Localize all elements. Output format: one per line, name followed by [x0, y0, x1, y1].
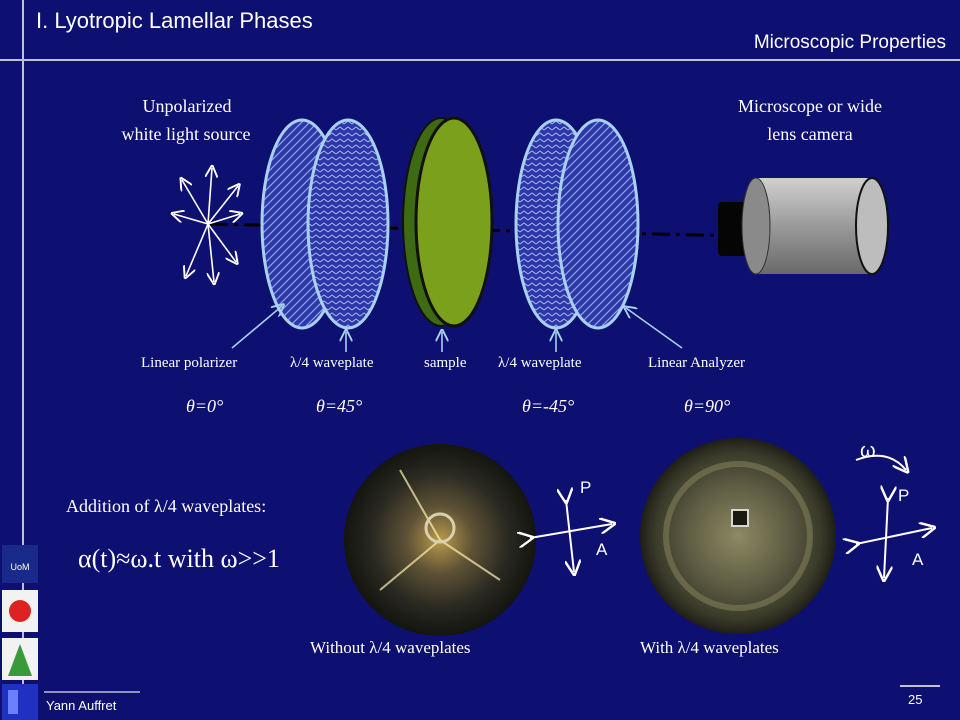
- angle-waveplate-2: θ=-45°: [522, 396, 575, 416]
- linear-analyzer-icon: [556, 118, 640, 330]
- polarization-axes-2: [856, 498, 932, 578]
- camera-label-line2: lens camera: [767, 124, 853, 144]
- slide-title: I. Lyotropic Lamellar Phases: [36, 8, 313, 33]
- slide-subtitle: Microscopic Properties: [753, 32, 946, 53]
- angle-analyzer: θ=90°: [684, 396, 731, 416]
- addition-label: Addition of λ/4 waveplates:: [66, 496, 267, 516]
- rotation-arrow-icon: [855, 454, 906, 470]
- angle-waveplate-1: θ=45°: [316, 396, 363, 416]
- rotation-formula: α(t)≈ω.t with ω>>1: [78, 544, 280, 573]
- component-label-waveplate-2: λ/4 waveplate: [498, 355, 582, 371]
- angle-polarizer: θ=0°: [186, 396, 224, 416]
- axis-label-p-1: P: [580, 478, 592, 497]
- polarization-axes-1: [530, 500, 612, 572]
- svg-text:UoM: UoM: [10, 562, 29, 572]
- waveplate-1-icon: [306, 118, 390, 330]
- omega-symbol: ω: [860, 440, 876, 462]
- author-name: Yann Auffret: [46, 698, 117, 713]
- axis-label-a-2: A: [912, 550, 924, 569]
- source-label-line2: white light source: [121, 124, 251, 144]
- micrograph-with-waveplates: [640, 438, 836, 634]
- caption-with-waveplates: With λ/4 waveplates: [640, 638, 779, 657]
- university-logos: UoM: [2, 545, 38, 720]
- light-source-icon: [174, 168, 240, 282]
- page-number: 25: [908, 692, 923, 707]
- source-label-line1: Unpolarized: [142, 96, 232, 116]
- camera-icon: [718, 177, 889, 275]
- component-label-polarizer: Linear polarizer: [141, 355, 238, 371]
- caption-without-waveplates: Without λ/4 waveplates: [310, 638, 471, 657]
- axis-label-a-1: A: [596, 540, 608, 559]
- component-label-sample: sample: [424, 355, 467, 371]
- component-label-waveplate-1: λ/4 waveplate: [290, 355, 374, 371]
- component-label-analyzer: Linear Analyzer: [648, 355, 746, 371]
- axis-label-p-2: P: [898, 486, 910, 505]
- sample-icon: [414, 116, 494, 328]
- camera-label-line1: Microscope or wide: [738, 96, 882, 116]
